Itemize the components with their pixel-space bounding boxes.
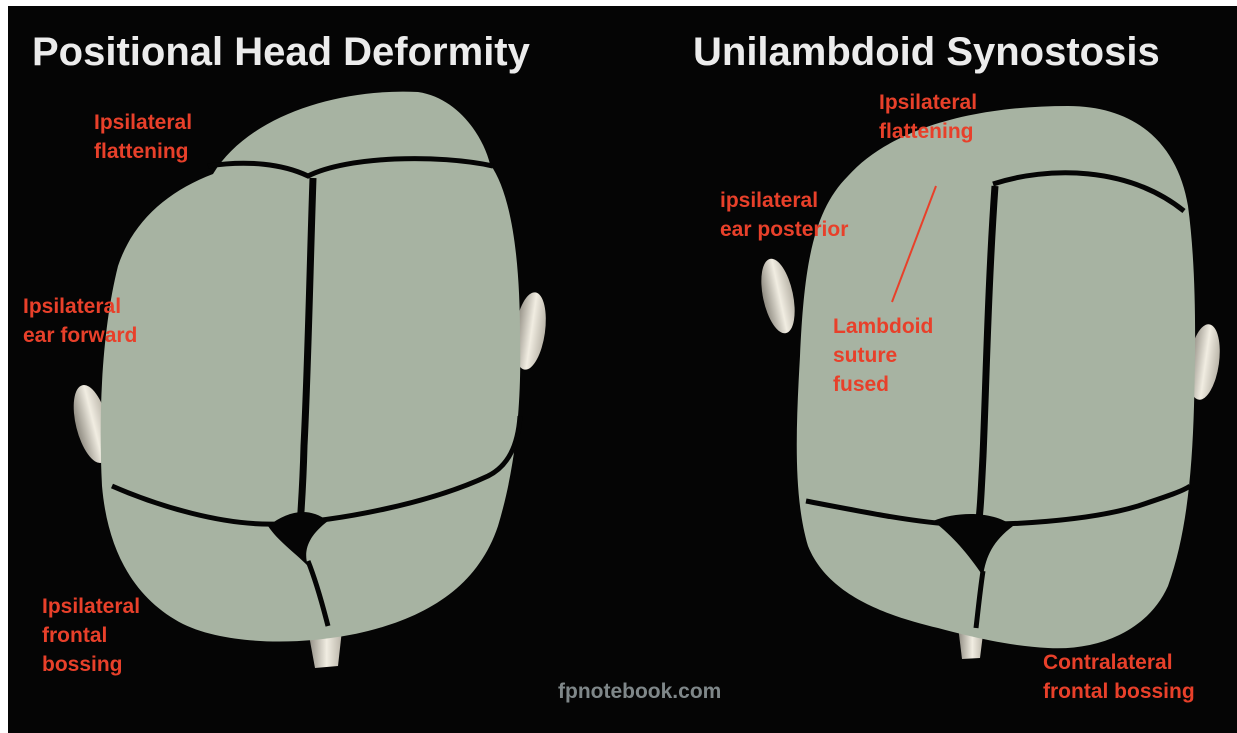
- right-label-flattening-line-2: flattening: [879, 117, 977, 146]
- left-label-bossing: Ipsilateral frontal bossing: [42, 592, 140, 679]
- right-label-bossing-line-1: Contralateral: [1043, 648, 1195, 677]
- skull-illustrations: [8, 6, 1237, 733]
- diagram-panel: Positional Head Deformity Unilambdoid Sy…: [8, 6, 1237, 733]
- right-label-bossing-line-2: frontal bossing: [1043, 677, 1195, 706]
- right-label-ear-line-1: ipsilateral: [720, 186, 848, 215]
- right-label-suture-line-1: Lambdoid: [833, 312, 933, 341]
- right-label-flattening-line-1: Ipsilateral: [879, 88, 977, 117]
- left-label-ear-line-2: ear forward: [23, 321, 137, 350]
- left-label-ear-line-1: Ipsilateral: [23, 292, 137, 321]
- right-label-suture-line-3: fused: [833, 370, 933, 399]
- right-label-ear: ipsilateral ear posterior: [720, 186, 848, 244]
- right-skull-ear-left: [755, 256, 800, 337]
- left-label-bossing-line-1: Ipsilateral: [42, 592, 140, 621]
- left-label-bossing-line-3: bossing: [42, 650, 140, 679]
- right-label-suture-line-2: suture: [833, 341, 933, 370]
- right-label-ear-line-2: ear posterior: [720, 215, 848, 244]
- left-title: Positional Head Deformity: [32, 32, 530, 72]
- left-label-ear: Ipsilateral ear forward: [23, 292, 137, 350]
- right-label-bossing: Contralateral frontal bossing: [1043, 648, 1195, 706]
- left-label-flattening-line-2: flattening: [94, 137, 192, 166]
- left-label-flattening-line-1: Ipsilateral: [94, 108, 192, 137]
- right-label-flattening: Ipsilateral flattening: [879, 88, 977, 146]
- left-label-flattening: Ipsilateral flattening: [94, 108, 192, 166]
- left-skull: [67, 92, 550, 668]
- right-label-suture: Lambdoid suture fused: [833, 312, 933, 399]
- watermark: fpnotebook.com: [558, 680, 721, 704]
- left-label-bossing-line-2: frontal: [42, 621, 140, 650]
- right-title: Unilambdoid Synostosis: [693, 32, 1160, 72]
